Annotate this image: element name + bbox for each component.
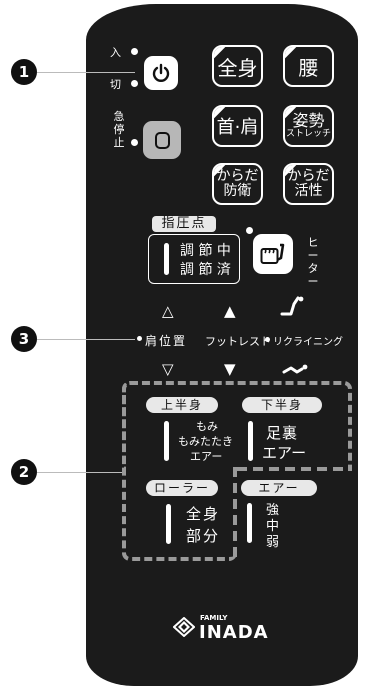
body-defense-line1: からだ (216, 168, 259, 184)
callout-1: 1 (11, 59, 37, 85)
body-defense-line2: 防衛 (223, 183, 252, 199)
footrest-down-icon[interactable]: ▼ (224, 360, 236, 378)
waist-button[interactable]: 腰 (283, 45, 334, 87)
air-bar[interactable] (247, 503, 252, 543)
body-defense-button[interactable]: からだ防衛 (212, 163, 263, 205)
inada-logo-icon (173, 617, 195, 637)
stop-label: 急停止 (113, 110, 125, 149)
body-activate-line1: からだ (287, 168, 330, 184)
upper-knead-tap-label: もみたたき (178, 435, 233, 448)
air-weak-label: 弱 (266, 535, 280, 550)
upper-roller-group-frame (122, 381, 237, 561)
stop-button[interactable] (143, 121, 181, 159)
upper-body-bar[interactable] (164, 421, 169, 461)
shoulder-position-indicator (137, 336, 142, 341)
air-strong-label: 強 (266, 503, 280, 518)
recline-indicator (265, 337, 270, 342)
body-activate-line2: 活性 (294, 183, 323, 199)
recline-up-icon[interactable] (280, 296, 306, 318)
air-medium-label: 中 (266, 519, 280, 534)
roller-bar[interactable] (166, 504, 171, 544)
power-on-label: 入 (110, 46, 121, 59)
shiatsu-bar (164, 243, 169, 275)
heater-seat-icon (260, 243, 285, 264)
lower-group-bottom (237, 467, 352, 471)
power-icon (152, 63, 170, 82)
lower-body-bar[interactable] (248, 421, 253, 461)
footrest-label: フットレスト (205, 335, 271, 348)
heater-button[interactable] (253, 234, 293, 274)
heater-indicator (246, 227, 253, 234)
waist-label: 腰 (298, 55, 319, 80)
upper-air-label: エアー (190, 450, 223, 463)
callout-2: 2 (11, 459, 37, 485)
callout-2-line (37, 472, 125, 473)
posture-label: 姿勢 (292, 111, 325, 130)
neck-shoulder-button[interactable]: 首·肩 (212, 105, 263, 147)
shoulder-up-icon[interactable]: △ (162, 302, 174, 320)
roller-partial-label: 部分 (186, 527, 221, 545)
stop-icon (154, 131, 170, 149)
callout-1-line (37, 72, 135, 73)
shoulder-down-icon[interactable]: ▽ (162, 360, 174, 378)
shiatsu-adjust-button[interactable] (148, 234, 240, 284)
footrest-up-icon[interactable]: ▲ (224, 302, 236, 320)
heater-label: ヒーター (307, 236, 319, 288)
power-on-indicator (131, 48, 138, 55)
recline-down-icon[interactable] (282, 362, 308, 378)
shiatsu-adjusted-label: 調 節 済 (180, 262, 231, 278)
power-off-label: 切 (110, 78, 121, 91)
lower-body-title: 下半身 (242, 397, 322, 413)
recline-label: リクライニング (273, 337, 343, 348)
callout-3: 3 (11, 326, 37, 352)
brand-family: FAMILY (200, 614, 228, 622)
roller-full-body-label: 全身 (186, 505, 221, 523)
posture-stretch-button[interactable]: 姿勢ストレッチ (283, 105, 334, 147)
full-body-button[interactable]: 全身 (212, 45, 263, 87)
stop-indicator (131, 139, 138, 146)
upper-body-title: 上半身 (146, 397, 218, 413)
lower-air-label: エアー (262, 444, 307, 462)
body-activate-button[interactable]: からだ活性 (283, 163, 334, 205)
lower-sole-label: 足裏 (266, 424, 299, 442)
shiatsu-title: 指圧点 (152, 216, 216, 232)
shoulder-position-label: 肩位置 (145, 334, 188, 348)
brand-inada: INADA (199, 622, 269, 643)
air-title: エアー (241, 480, 317, 496)
neck-shoulder-label: 首·肩 (216, 117, 259, 138)
callout-3-line (37, 339, 135, 340)
roller-title: ローラー (146, 480, 218, 496)
full-body-label: 全身 (217, 55, 258, 80)
power-button[interactable] (144, 56, 178, 90)
upper-kneading-label: もみ (196, 420, 218, 433)
power-off-indicator (131, 80, 138, 87)
shiatsu-adjusting-label: 調 節 中 (180, 243, 231, 259)
roller-group-right (233, 467, 237, 561)
stretch-label: ストレッチ (285, 129, 331, 139)
